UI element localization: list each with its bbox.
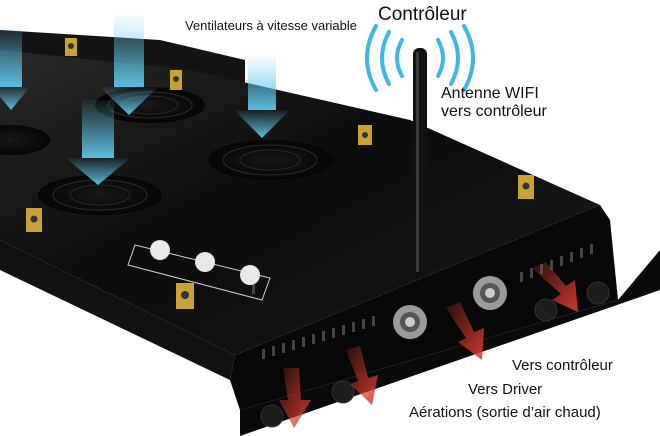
- fans-label: Ventilateurs à vitesse variable: [185, 18, 357, 33]
- to-controller-label: Vers contrôleur: [512, 357, 613, 374]
- exhaust-arrow-1: [279, 368, 311, 428]
- vents-label: Aérations (sortie d’air chaud): [409, 404, 601, 421]
- connector-controller: [473, 276, 507, 310]
- fan-grille-4: [0, 125, 50, 155]
- exhaust-arrow-3: [446, 302, 484, 360]
- flash-mode-icon[interactable]: [240, 265, 260, 285]
- antenna-label-line2: vers contrôleur: [441, 103, 547, 121]
- vent-slots: [252, 244, 593, 359]
- terminal-4: [518, 175, 534, 199]
- fan-grille-2: [208, 140, 332, 180]
- antenna-label-line1: Antenne WIFI: [441, 85, 539, 102]
- exhaust-arrows: [279, 262, 578, 428]
- connector-driver: [393, 305, 427, 339]
- terminal-1: [65, 38, 77, 56]
- feet: [260, 281, 610, 428]
- intake-arrow-4: [66, 100, 130, 185]
- terminal-3: [358, 125, 372, 145]
- housing-front-side: [230, 205, 618, 410]
- intake-arrows: [0, 15, 290, 185]
- cloud-mode-icon[interactable]: [195, 252, 215, 272]
- terminal-5: [26, 208, 42, 232]
- exhaust-arrow-4: [532, 262, 578, 312]
- antenna-label: Antenne WIFI vers contrôleur: [441, 85, 547, 122]
- wifi-antenna: [413, 48, 427, 278]
- wifi-waves-icon: [365, 24, 475, 92]
- controller-label: Contrôleur: [378, 4, 467, 25]
- sunrise-mode-icon[interactable]: [150, 240, 170, 260]
- terminal-6: [176, 283, 194, 309]
- exhaust-arrow-2: [346, 346, 378, 405]
- mode-panel: [127, 240, 271, 301]
- housing-top: [0, 50, 600, 355]
- intake-arrow-1: [0, 25, 30, 110]
- intake-arrow-2: [100, 15, 158, 115]
- intake-arrow-3: [234, 55, 290, 138]
- terminal-2: [170, 70, 182, 90]
- housing-left-side: [0, 240, 235, 380]
- to-driver-label: Vers Driver: [468, 381, 543, 398]
